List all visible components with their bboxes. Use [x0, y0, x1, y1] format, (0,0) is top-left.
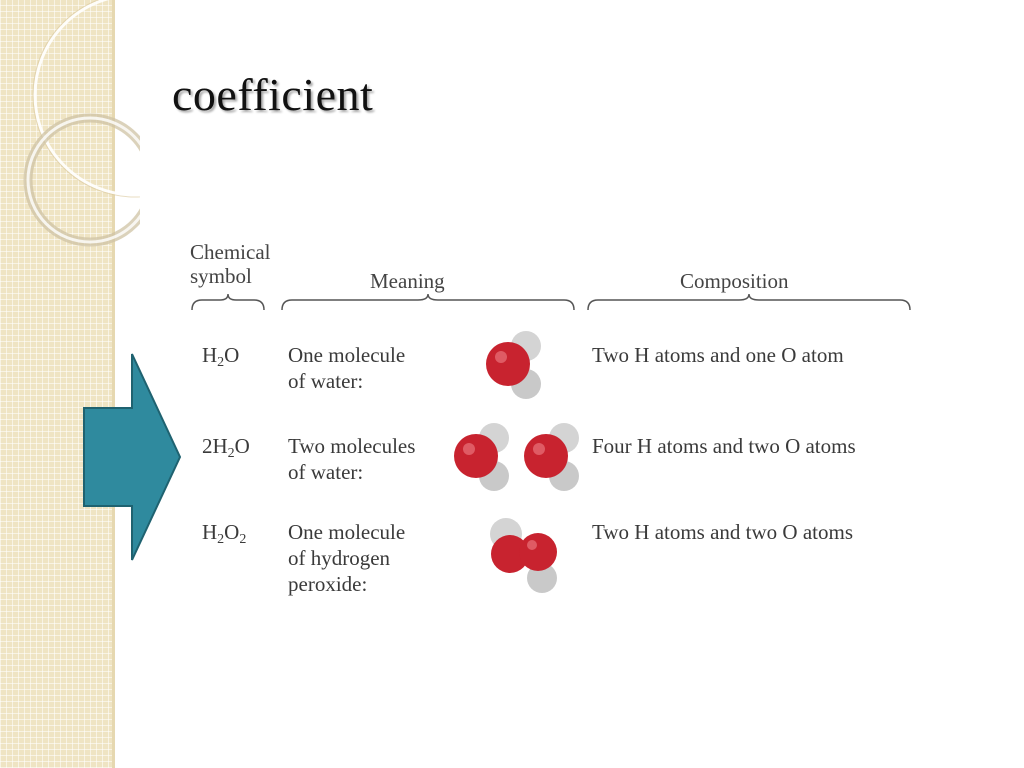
row-2-meaning: Two molecules of water:	[288, 434, 416, 484]
row-1-symbol: H2O	[202, 343, 240, 370]
water-molecule-icon	[486, 331, 541, 399]
row-2-symbol: 2H2O	[202, 434, 250, 461]
header-symbol-line1: Chemical	[190, 240, 271, 264]
water-molecule-icon	[454, 423, 509, 491]
row-3-composition: Two H atoms and two O atoms	[592, 520, 854, 544]
sidebar-edge	[112, 0, 115, 768]
row-3-meaning: One molecule of hydrogen peroxide:	[288, 520, 406, 596]
header-composition: Composition	[680, 269, 789, 293]
header-symbol: Chemical symbol	[190, 240, 270, 288]
composition-brace	[587, 294, 911, 311]
decorative-circles	[23, 0, 140, 247]
chemical-formula-table: Chemical symbol Meaning Composition H2O …	[186, 232, 921, 612]
row-1-composition: Two H atoms and one O atom	[592, 343, 844, 367]
water-molecule-icon	[524, 423, 579, 491]
header-symbol-line2: symbol	[190, 264, 252, 288]
right-arrow-icon	[83, 353, 182, 561]
symbol-brace	[191, 294, 265, 311]
row-3-symbol: H2O2	[202, 520, 247, 547]
hydrogen-peroxide-molecule-icon	[490, 518, 557, 593]
row-1-meaning: One molecule of water:	[288, 343, 406, 393]
slide-title: coefficient	[172, 69, 374, 120]
row-2-composition: Four H atoms and two O atoms	[592, 434, 856, 458]
meaning-brace	[281, 294, 575, 311]
header-meaning: Meaning	[370, 269, 445, 293]
